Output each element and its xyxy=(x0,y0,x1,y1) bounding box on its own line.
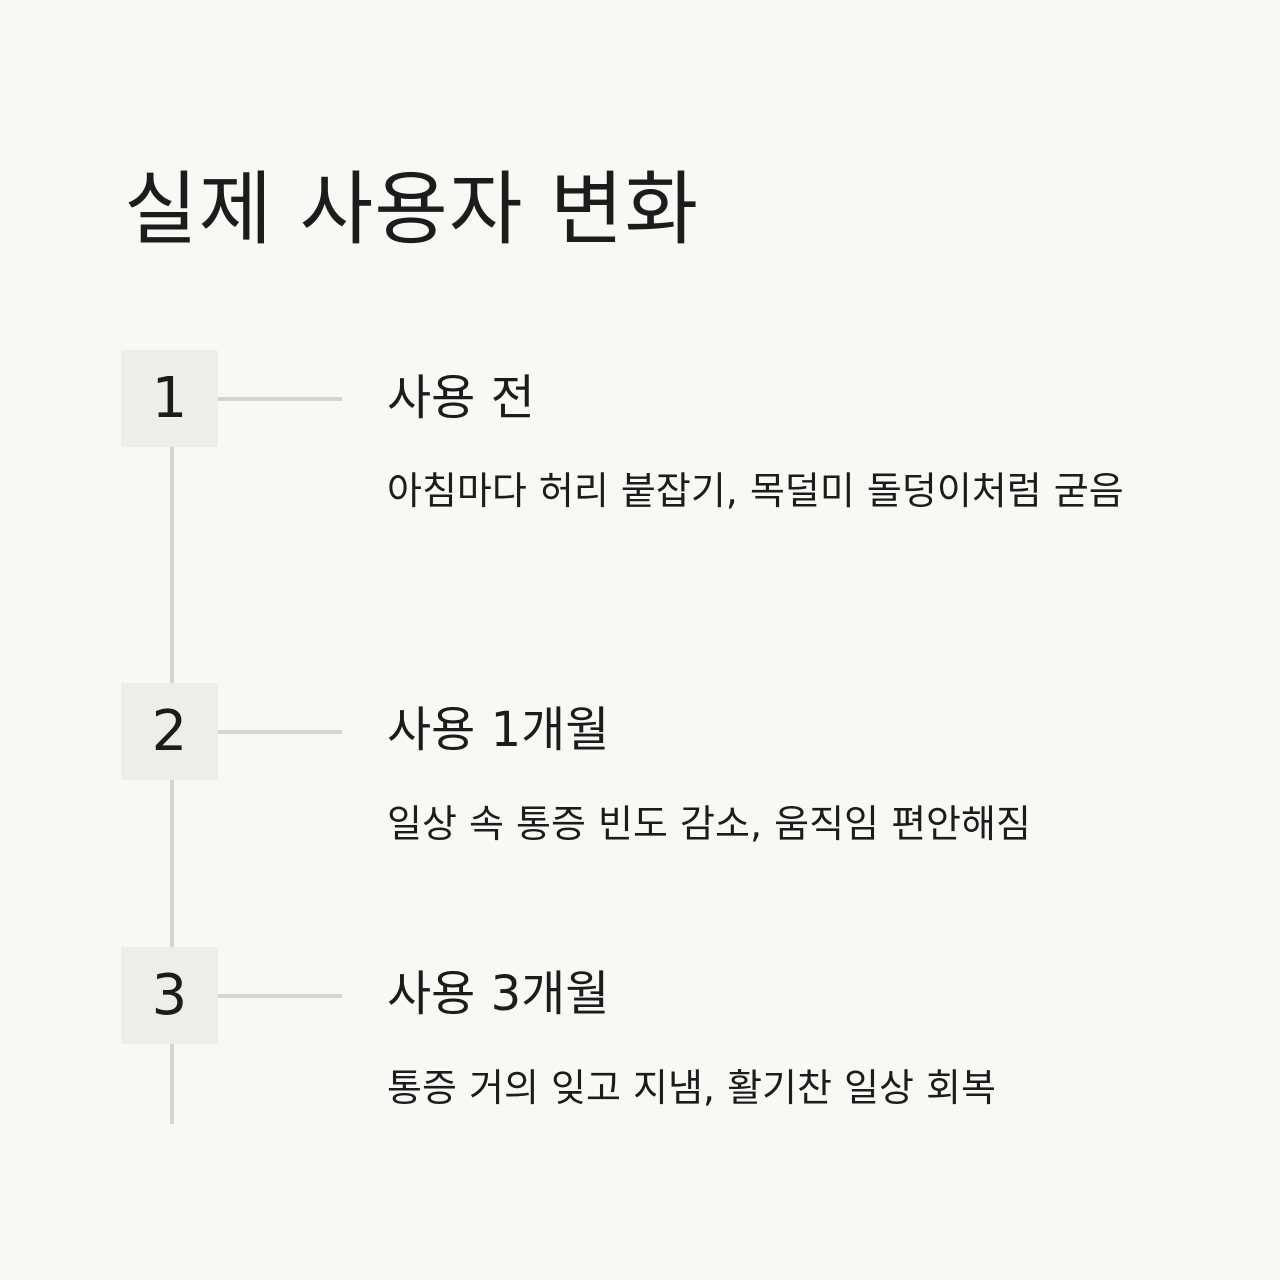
step-heading-2: 사용 1개월 xyxy=(387,702,610,758)
step-heading-1: 사용 전 xyxy=(387,370,535,426)
step-number-badge-3: 3 xyxy=(121,947,218,1044)
step-description-2: 일상 속 통증 빈도 감소, 움직임 편안해짐 xyxy=(387,802,1031,846)
step-description-1: 아침마다 허리 붙잡기, 목덜미 돌덩이처럼 굳음 xyxy=(387,469,1124,513)
page-title: 실제 사용자 변화 xyxy=(124,163,700,256)
step-number-badge-1: 1 xyxy=(121,350,218,447)
step-connector-2 xyxy=(218,730,342,734)
step-connector-3 xyxy=(218,994,342,998)
step-heading-3: 사용 3개월 xyxy=(387,966,610,1022)
step-number-badge-2: 2 xyxy=(121,683,218,780)
step-connector-1 xyxy=(218,397,342,401)
step-description-3: 통증 거의 잊고 지냄, 활기찬 일상 회복 xyxy=(387,1066,996,1110)
